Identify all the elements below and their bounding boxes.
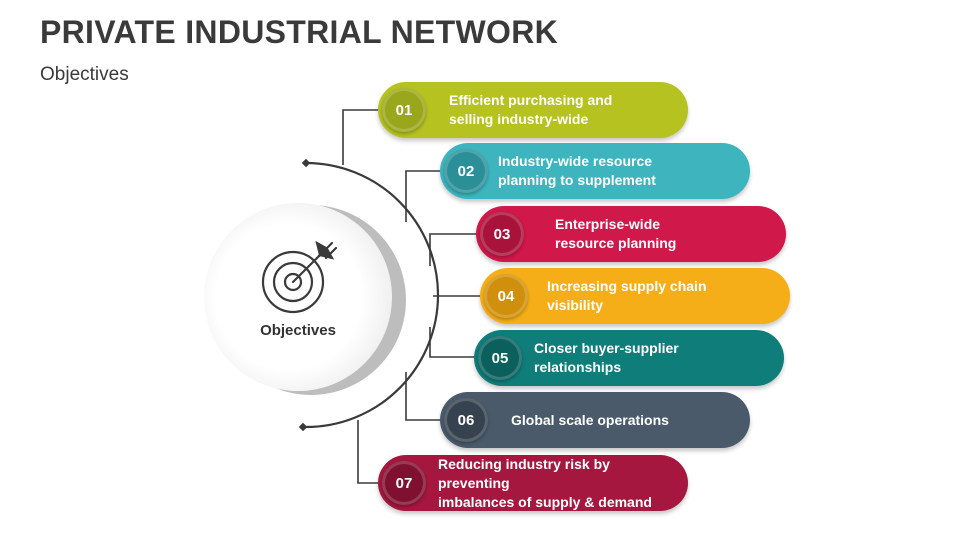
connector-05 (429, 327, 478, 358)
objective-text: Reducing industry risk by preventing imb… (438, 455, 652, 510)
objective-pill-02: 02 Industry-wide resource planning to su… (440, 143, 750, 199)
page-title: PRIVATE INDUSTRIAL NETWORK (40, 14, 559, 50)
objective-number-badge: 07 (382, 461, 426, 505)
objective-number-badge: 06 (444, 398, 488, 442)
objective-number-badge: 04 (484, 274, 528, 318)
objective-text: Industry-wide resource planning to suppl… (498, 153, 656, 188)
objective-pill-01: 01 Efficient purchasing and selling indu… (378, 82, 688, 138)
objective-pill-06: 06 Global scale operations (440, 392, 750, 448)
arc-end-diamond-top (301, 158, 311, 168)
target-arrow-icon (261, 240, 338, 314)
arc-end-diamond-bottom (298, 422, 308, 432)
objective-text: Enterprise-wide resource planning (555, 216, 677, 251)
objective-number-badge: 01 (382, 88, 426, 132)
objective-pill-04: 04 Increasing supply chain visibility (480, 268, 790, 324)
center-label: Objectives (260, 322, 336, 339)
objective-text: Increasing supply chain visibility (547, 278, 707, 313)
white-disc (204, 203, 392, 391)
connector-03 (429, 233, 480, 266)
objective-text: Efficient purchasing and selling industr… (449, 92, 613, 127)
objective-number-badge: 03 (480, 212, 524, 256)
connector-01 (342, 109, 382, 165)
objective-pill-07: 07 Reducing industry risk by preventing … (378, 455, 688, 511)
objective-number-badge: 02 (444, 149, 488, 193)
objective-text: Global scale operations (511, 411, 669, 428)
objective-pill-03: 03 Enterprise-wide resource planning (476, 206, 786, 262)
objective-number-badge: 05 (478, 336, 522, 380)
connector-06 (405, 372, 444, 421)
objective-pill-05: 05 Closer buyer-supplier relationships (474, 330, 784, 386)
outer-arc (305, 161, 440, 429)
objective-text: Closer buyer-supplier relationships (534, 340, 679, 375)
connector-07 (357, 420, 382, 484)
connector-02 (405, 170, 444, 222)
page-subtitle: Objectives (40, 64, 129, 85)
